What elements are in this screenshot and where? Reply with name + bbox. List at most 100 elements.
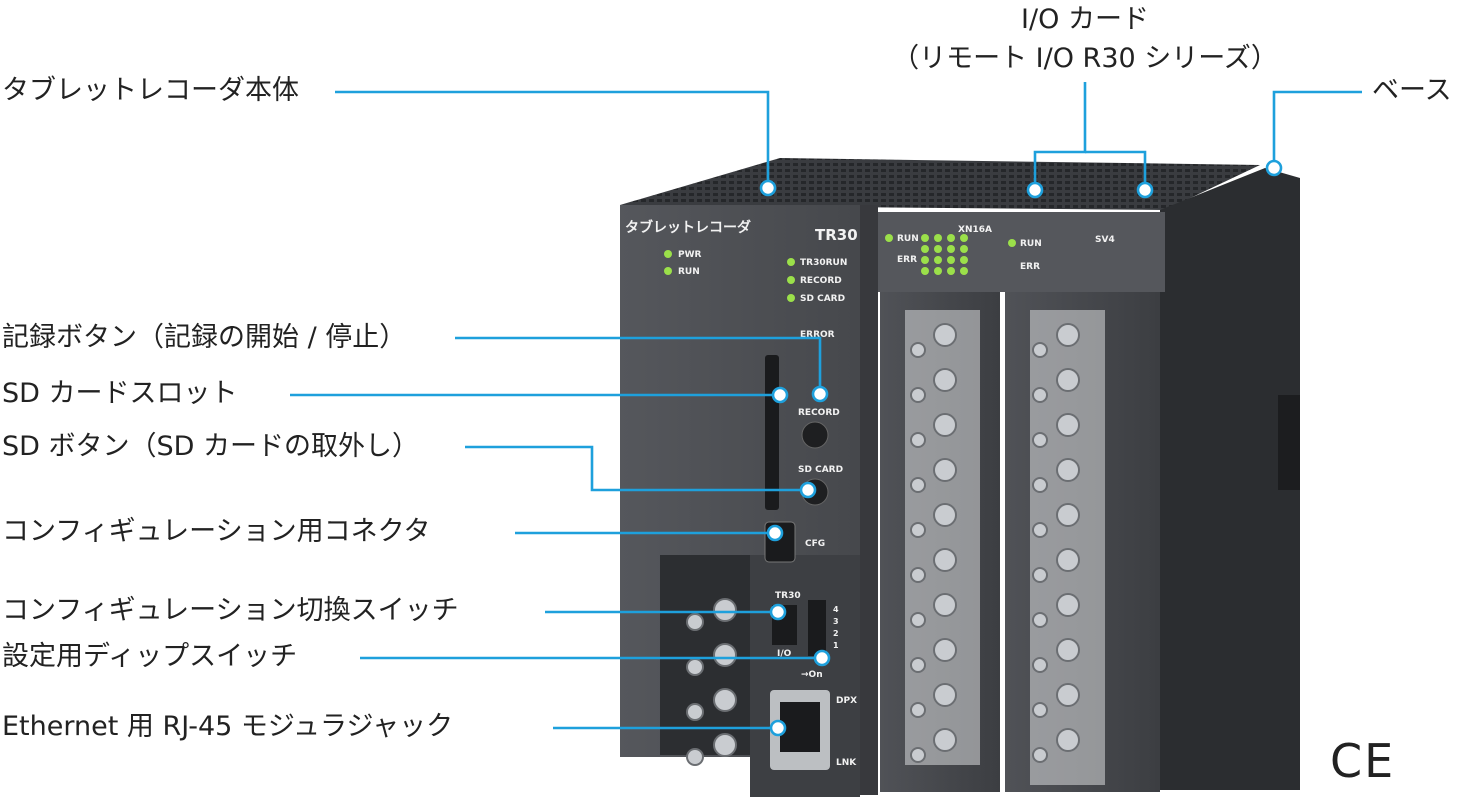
card1-run: RUN [897, 234, 919, 244]
terminal-screw [1032, 567, 1048, 583]
status-led [960, 256, 968, 264]
status-led [947, 256, 955, 264]
dip-on-label: →On [801, 670, 823, 680]
status-led [934, 267, 942, 275]
status-led [885, 234, 893, 242]
dpx-label: DPX [836, 696, 857, 706]
front-model: TR30 [815, 226, 858, 244]
dip-number-4: 4 [833, 605, 839, 614]
terminal-screw [933, 503, 957, 527]
terminal-screw [1032, 522, 1048, 538]
leader-base [1272, 90, 1362, 163]
terminal-screw [1056, 638, 1080, 662]
terminal-screw [933, 728, 957, 752]
leader-sd-button [465, 445, 808, 492]
status-led [787, 276, 795, 284]
terminal-screw [910, 342, 926, 358]
record-button[interactable] [801, 421, 829, 449]
base-connector [1278, 395, 1300, 490]
status-led [664, 267, 672, 275]
status-led [1008, 239, 1016, 247]
terminal-screw [933, 638, 957, 662]
label-dip-switch: 設定用ディップスイッチ [2, 641, 298, 672]
status-led [934, 245, 942, 253]
rj45-opening [780, 702, 820, 752]
dip-switch[interactable] [808, 600, 826, 656]
terminal-screws [686, 323, 1080, 766]
top-vent-surface [620, 158, 1260, 210]
front-title: タブレットレコーダ [625, 219, 751, 236]
status-led [787, 294, 795, 302]
status-led [960, 234, 968, 242]
label-ethernet: Ethernet 用 RJ-45 モジュラジャック [2, 711, 454, 742]
card1-model: XN16A [958, 225, 992, 235]
record-button-label: RECORD [798, 408, 840, 418]
label-recorder-body: タブレットレコーダ本体 [2, 75, 299, 106]
switch-bottom-label: I/O [777, 649, 792, 659]
terminal-screw [1056, 593, 1080, 617]
led-label-sdcard: SD CARD [800, 294, 845, 304]
led-label-record: RECORD [800, 276, 842, 286]
terminal-screw [713, 643, 737, 667]
terminal-screw [713, 688, 737, 712]
terminal-screw [1032, 387, 1048, 403]
terminal-screw [1032, 432, 1048, 448]
terminal-screw [933, 548, 957, 572]
terminal-screw [1032, 342, 1048, 358]
terminal-screw [1056, 728, 1080, 752]
cfg-label: CFG [805, 539, 825, 549]
ce-mark: CE [1330, 734, 1396, 788]
led-label-error: ERROR [800, 330, 835, 340]
terminal-screw [1056, 368, 1080, 392]
status-led [934, 256, 942, 264]
leader-record-button [455, 336, 822, 392]
terminal-screw [713, 733, 737, 757]
leader-dots [759, 159, 1283, 737]
status-led [934, 234, 942, 242]
leader-io-card-b [1085, 150, 1147, 185]
terminal-screw [933, 593, 957, 617]
leader-recorder-body [335, 90, 770, 180]
terminal-screw [910, 612, 926, 628]
status-led [947, 267, 955, 275]
terminal-screw [910, 747, 926, 763]
sd-button-label: SD CARD [798, 465, 843, 475]
label-io-card: I/O カード [1021, 4, 1149, 35]
led-label-tr30run: TR30RUN [800, 258, 847, 268]
terminal-screw [1056, 548, 1080, 572]
terminal-screw [1056, 413, 1080, 437]
terminal-screw [933, 683, 957, 707]
led-label-pwr: PWR [678, 250, 702, 260]
status-led [787, 258, 795, 266]
status-led [921, 256, 929, 264]
dip-number-2: 2 [833, 629, 839, 638]
dip-number-1: 1 [833, 641, 839, 650]
terminal-screw [1032, 657, 1048, 673]
led-label-run: RUN [678, 267, 700, 277]
terminal-screw [1032, 612, 1048, 628]
terminal-screw [910, 477, 926, 493]
terminal-screw [910, 432, 926, 448]
terminal-screw [1032, 477, 1048, 493]
label-io-card-series: （リモート I/O R30 シリーズ） [892, 43, 1278, 74]
terminal-screw [686, 703, 704, 721]
terminal-screw [713, 598, 737, 622]
sd-card-slot [765, 355, 779, 510]
lnk-label: LNK [836, 758, 857, 768]
leader-lines [290, 82, 1362, 730]
label-base: ベース [1372, 75, 1452, 106]
terminal-screw [933, 323, 957, 347]
io-card-2-head [1000, 212, 1165, 292]
terminal-screw [686, 748, 704, 766]
terminal-screw [933, 368, 957, 392]
terminal-screw [933, 413, 957, 437]
terminal-screw [686, 613, 704, 631]
terminal-screw [1032, 747, 1048, 763]
status-led [947, 245, 955, 253]
terminal-screw [686, 658, 704, 676]
label-sd-slot: SD カードスロット [2, 378, 238, 409]
leader-io-card-a [1033, 82, 1087, 185]
switch-top-label: TR30 [775, 591, 801, 601]
status-led [664, 250, 672, 258]
